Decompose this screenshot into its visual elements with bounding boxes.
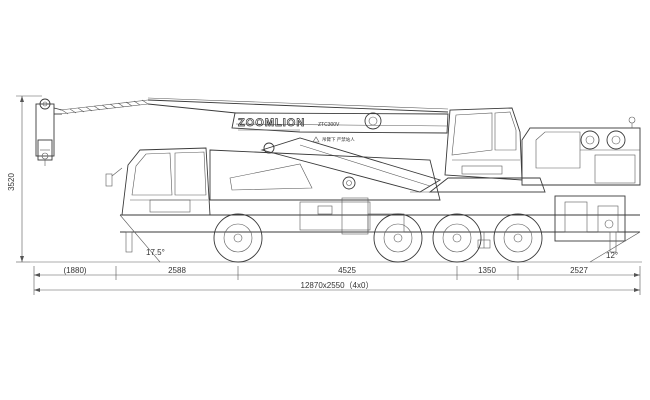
approach-angle-label: 17.5° xyxy=(146,248,165,257)
wheel-axle-2 xyxy=(373,213,423,263)
telescopic-boom: ZOOMLION ZTC300V 吊臂下 严禁站人 xyxy=(35,97,449,166)
height-label: 3520 xyxy=(7,173,16,191)
axle-3-4-label: 1350 xyxy=(478,266,496,275)
overall-length-label: 12870x2550（4x0） xyxy=(301,281,374,290)
axle-2-3-label: 4525 xyxy=(338,266,356,275)
luffing-cylinder xyxy=(260,137,442,193)
rear-outrigger-leg xyxy=(609,231,617,253)
wheel-axle-4 xyxy=(493,213,543,263)
departure-angle: 12° xyxy=(589,231,641,263)
cab-windshield xyxy=(131,152,173,196)
warning-text: 吊臂下 严禁站人 xyxy=(322,136,355,143)
counterweight-housing xyxy=(521,127,641,186)
carrier-chassis xyxy=(120,149,640,253)
carrier-cab xyxy=(105,147,216,216)
wheel-axle-1 xyxy=(213,213,263,263)
axle-1-2-label: 2588 xyxy=(168,266,186,275)
approach-angle: 17.5° xyxy=(119,214,165,263)
front-outrigger-leg xyxy=(125,231,133,253)
wheel-set xyxy=(213,213,543,263)
departure-angle-label: 12° xyxy=(606,251,618,260)
brand-lettering: ZOOMLION xyxy=(238,117,305,129)
front-overhang-label: (1880) xyxy=(63,266,86,275)
warning-sign-icon xyxy=(312,136,320,143)
superstructure xyxy=(410,107,641,193)
rear-overhang-label: 2527 xyxy=(570,266,588,275)
model-lettering: ZTC300V xyxy=(318,122,340,128)
wheel-axle-3 xyxy=(432,213,482,263)
boom-pulley xyxy=(364,112,382,130)
horizontal-dimension-chain: (1880) 2588 4525 1350 2527 12870x2550（4x… xyxy=(33,266,641,295)
height-dimension: 3520 xyxy=(7,95,42,263)
rear-outrigger-box xyxy=(554,195,626,242)
crane-operator-cab xyxy=(444,107,523,181)
